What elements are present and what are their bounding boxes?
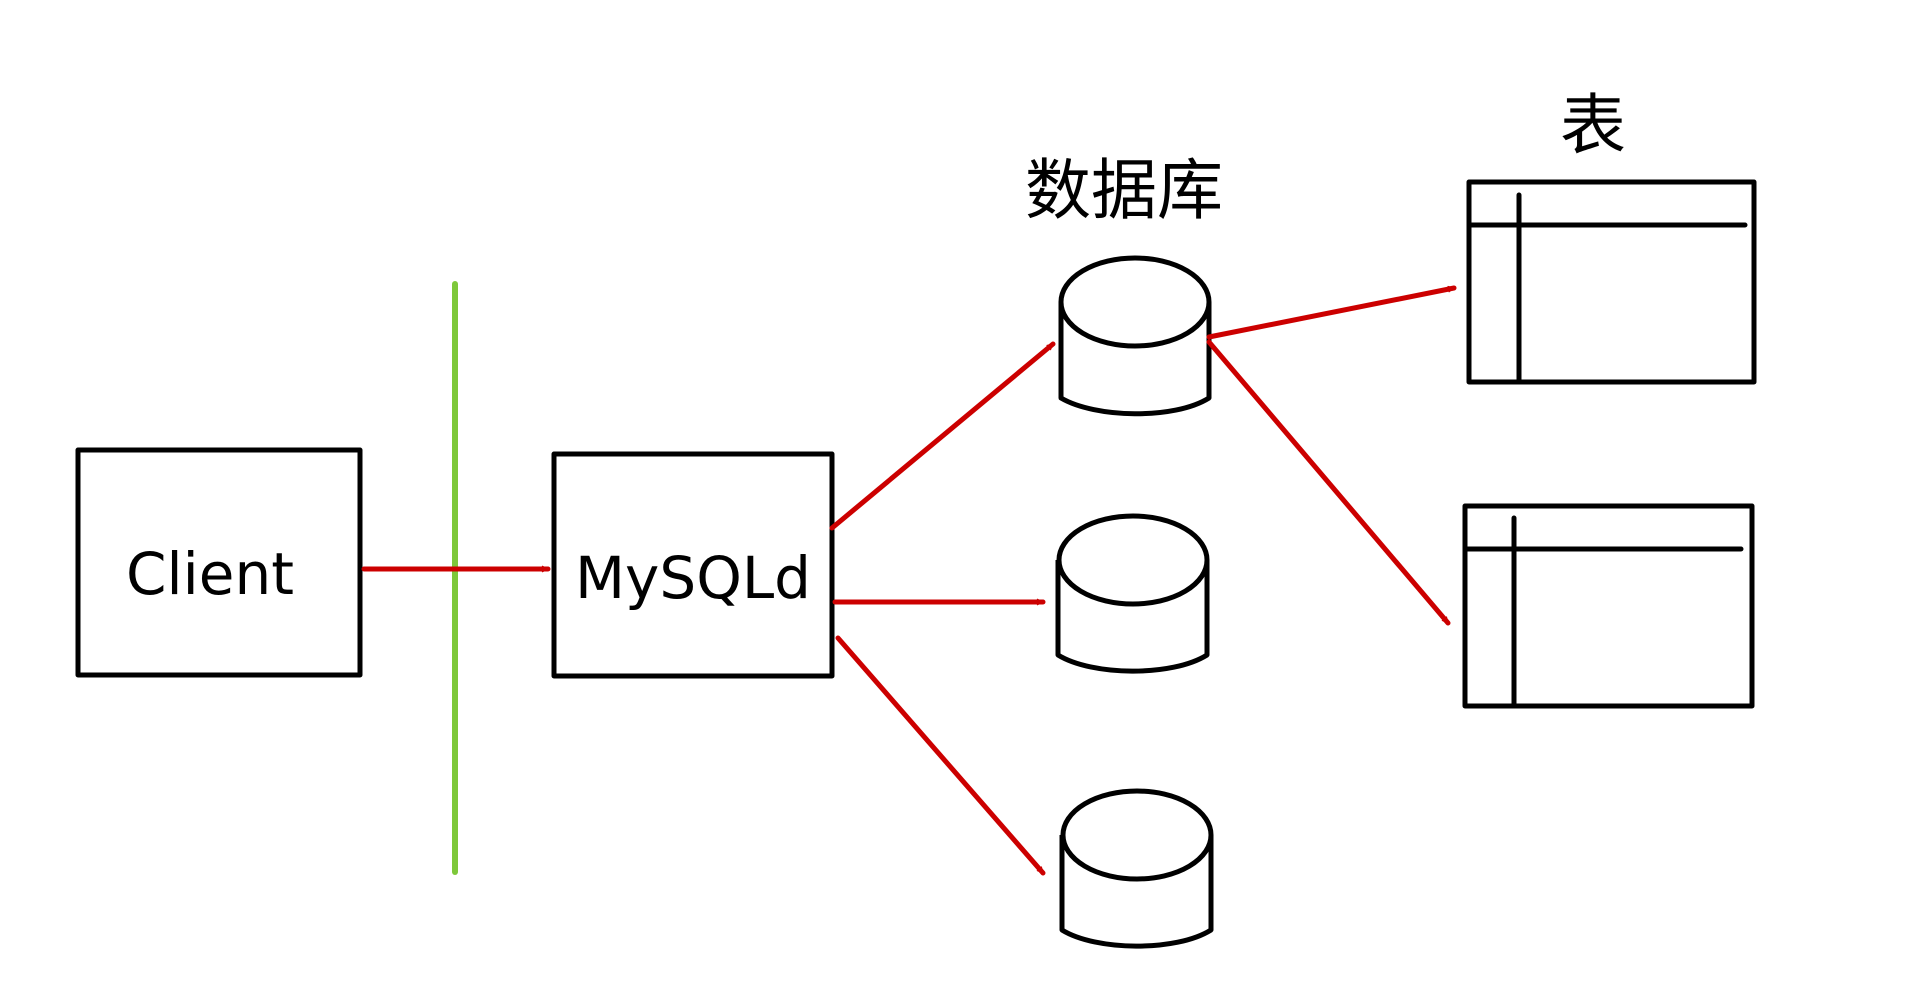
database-icon [1055, 513, 1210, 674]
tables-label: 表 [1560, 87, 1626, 164]
database-icon [1059, 788, 1214, 949]
client-box [75, 447, 363, 678]
table-icon [1462, 503, 1755, 709]
databases-label: 数据库 [1025, 152, 1223, 229]
edge-database-to-table-2 [1206, 339, 1451, 626]
edge-mysqld-to-database-1 [829, 341, 1056, 531]
table-icon [1466, 179, 1757, 385]
database-icon [1058, 255, 1212, 417]
client-node: Client [75, 447, 363, 678]
mysqld-box [551, 451, 835, 679]
mysqld-node: MySQLd [551, 451, 835, 679]
mysqld-label: MySQLd [575, 544, 811, 612]
edge-database-to-table-1 [1206, 285, 1457, 340]
edge-mysqld-to-database-3 [835, 635, 1046, 876]
client-label: Client [126, 540, 294, 608]
